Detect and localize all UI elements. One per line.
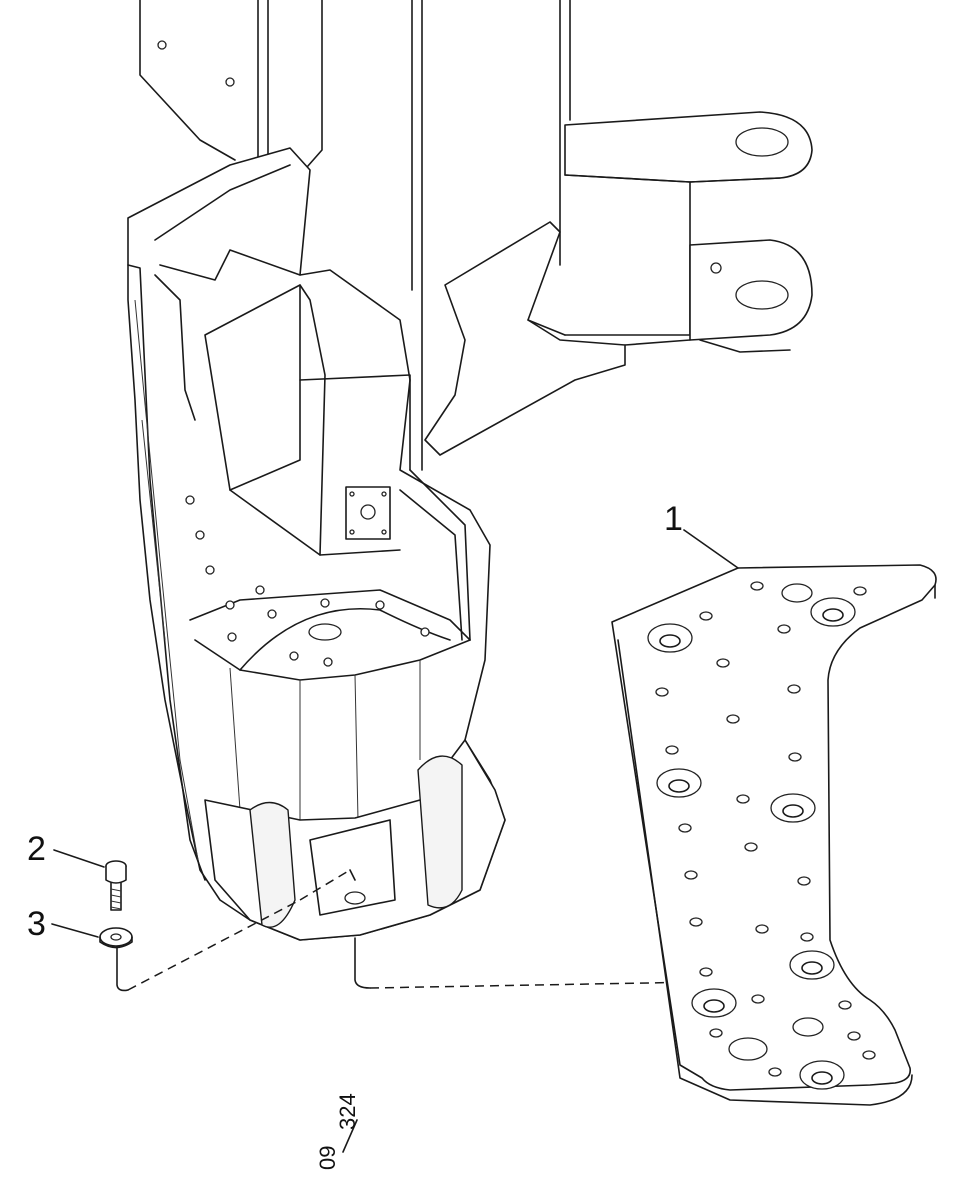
callout-leaders [51,529,739,938]
mounting-plate [611,564,937,1106]
main-housing [127,147,506,941]
plate-holes [655,581,876,1077]
gusset-plate [424,221,626,456]
screw [105,860,127,911]
drawing-reference: 09 324 [315,1093,360,1170]
clevis-bracket [564,111,813,353]
floor-holes [185,495,430,667]
drawing-ref-number: 324 [335,1093,360,1130]
washer [99,927,133,949]
callout-3: 3 [27,905,46,943]
upper-boom-frame [139,0,571,471]
callout-2: 2 [27,830,46,868]
drawing-ref-prefix: 09 [315,1146,340,1170]
plate-bolts [647,597,856,1090]
callout-1: 1 [664,500,683,538]
